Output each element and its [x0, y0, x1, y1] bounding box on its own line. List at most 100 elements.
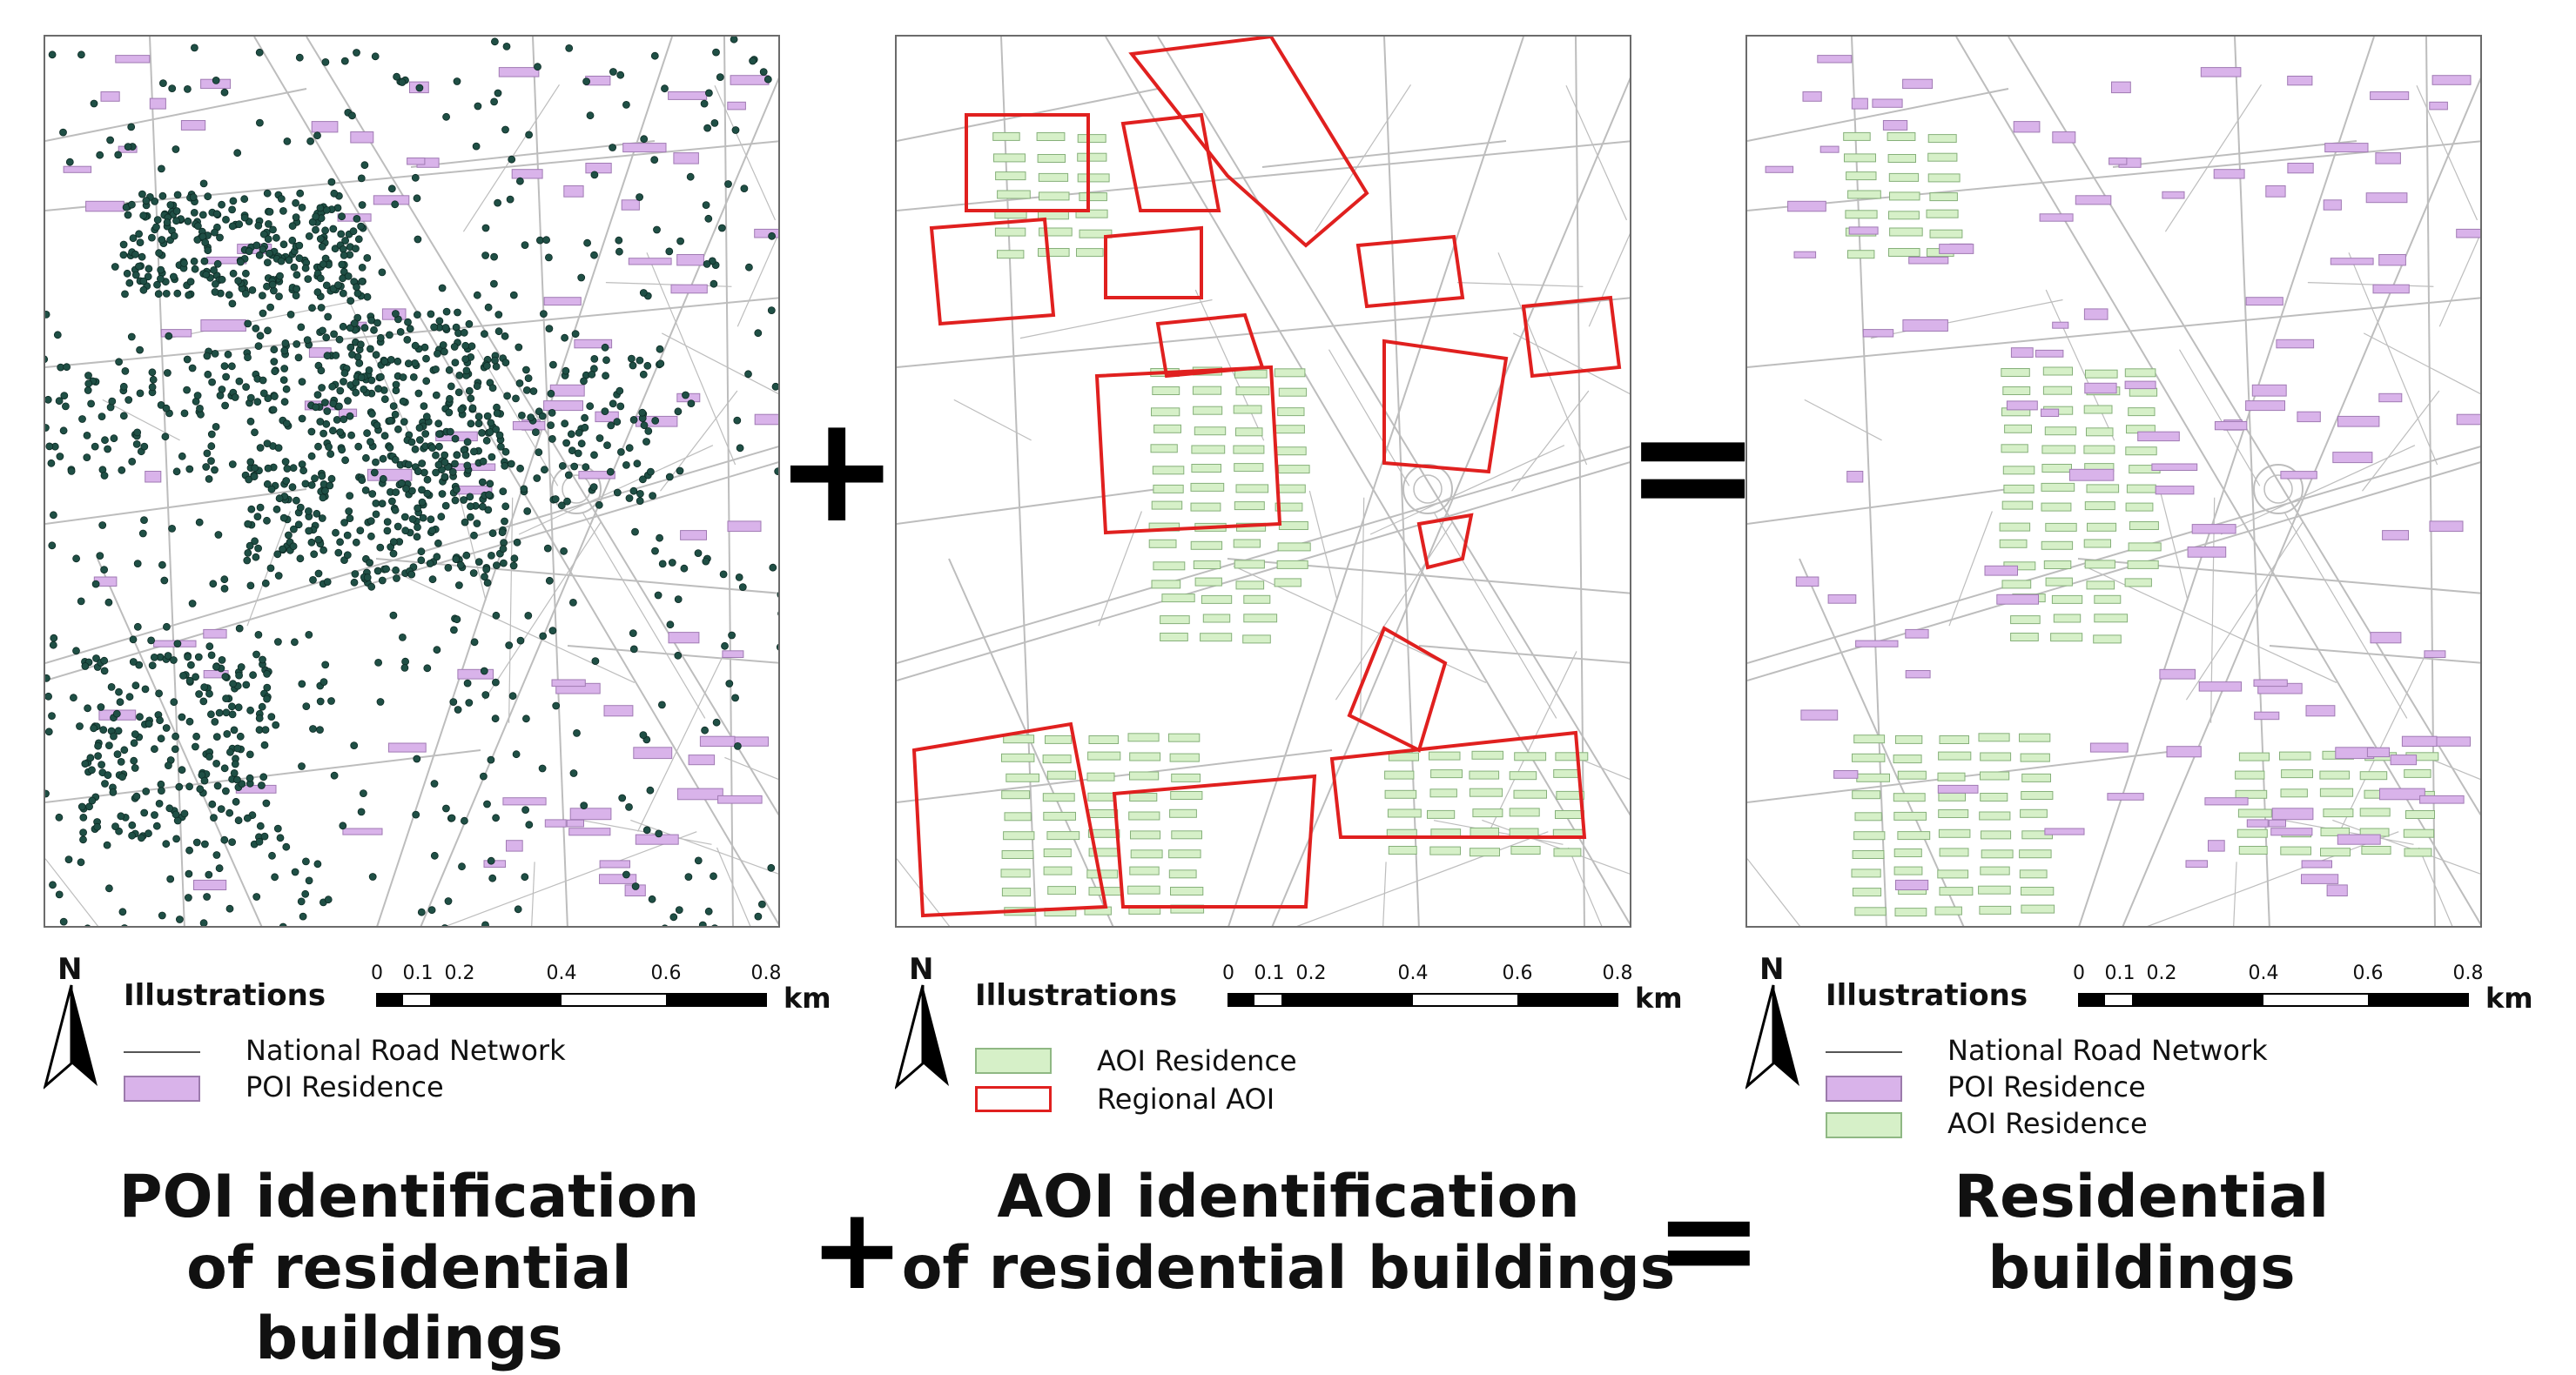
poi-point	[320, 399, 329, 406]
poi-point	[492, 611, 501, 620]
poi-point	[117, 758, 125, 766]
poi-point	[90, 724, 98, 733]
poi-point	[391, 506, 400, 514]
poi-point	[622, 460, 630, 469]
poi-point	[346, 343, 355, 352]
poi-point	[213, 259, 222, 268]
poi-point	[162, 622, 171, 631]
poi-point	[172, 467, 181, 476]
poi-point	[336, 386, 345, 395]
poi-point	[383, 527, 392, 535]
poi-point	[124, 396, 133, 404]
poi-point	[391, 410, 400, 419]
poi-point	[343, 551, 352, 560]
poi-point	[744, 370, 752, 379]
caption-line: Residential	[1954, 1163, 2330, 1231]
aoi-building	[2021, 887, 2055, 895]
poi-point	[233, 149, 242, 158]
poi-point	[263, 516, 271, 525]
poi-point	[297, 897, 306, 906]
poi-point	[701, 726, 709, 734]
scale-bar: 0 0.1 0.2 0.4 0.6 0.8 km	[331, 957, 831, 1027]
poi-point	[658, 560, 667, 568]
poi-point	[774, 467, 778, 475]
poi-point	[268, 280, 277, 289]
poi-point	[313, 509, 321, 518]
road-line	[1747, 461, 2480, 681]
aoi-residence-buildings	[1843, 131, 2439, 917]
poi-point	[628, 354, 636, 363]
road-line	[716, 847, 751, 926]
regional-aoi-swatch	[975, 1086, 1052, 1112]
poi-building	[578, 471, 615, 480]
poi-point	[625, 803, 633, 811]
poi-point	[229, 269, 238, 278]
poi-point	[449, 698, 458, 706]
poi-building	[699, 735, 736, 748]
poi-building	[2200, 67, 2242, 77]
poi-building	[599, 860, 630, 869]
poi-point	[246, 706, 255, 714]
poi-point	[263, 670, 272, 678]
poi-point	[101, 436, 109, 445]
aoi-building	[1235, 427, 1263, 437]
road-line	[2233, 862, 2237, 926]
poi-point	[360, 324, 369, 332]
poi-point	[361, 486, 370, 494]
equals-operator-top: =	[1624, 369, 1763, 561]
poi-point	[372, 500, 380, 507]
poi-building	[2214, 421, 2248, 431]
aoi-building	[1127, 733, 1160, 742]
poi-point	[590, 251, 598, 259]
poi-point	[280, 365, 289, 372]
poi-point	[428, 444, 437, 453]
poi-point	[317, 304, 326, 312]
poi-point	[236, 258, 245, 266]
poi-point	[289, 542, 298, 551]
poi-point	[259, 376, 267, 385]
road-line	[1157, 37, 1630, 816]
poi-point	[321, 661, 330, 669]
aoi-building	[1981, 830, 2012, 840]
poi-point	[241, 269, 250, 278]
north-arrow-icon	[895, 984, 949, 1090]
poi-residence-swatch	[1826, 1076, 1902, 1102]
road-line	[445, 831, 697, 926]
poi-point	[367, 517, 375, 525]
road-line	[1870, 298, 2063, 339]
aoi-building	[994, 227, 1026, 237]
aoi-building	[2125, 446, 2157, 456]
poi-point	[328, 382, 337, 391]
poi-point	[682, 391, 689, 399]
aoi-building	[1429, 788, 1457, 798]
poi-point	[268, 851, 276, 860]
poi-point	[259, 245, 267, 254]
aoi-building	[1888, 172, 1920, 182]
aoi-building	[2001, 580, 2032, 589]
poi-building	[2379, 788, 2425, 801]
aoi-building	[1079, 229, 1113, 238]
poi-point	[156, 716, 165, 725]
poi-point	[323, 578, 332, 586]
aoi-building	[1152, 386, 1180, 395]
poi-building	[2429, 101, 2448, 111]
poi-point	[366, 559, 374, 567]
poi-point	[512, 394, 520, 403]
poi-point	[413, 311, 421, 319]
poi-point	[338, 260, 346, 269]
poi-building	[350, 131, 374, 144]
poi-building	[2270, 828, 2313, 836]
aoi-building	[1169, 808, 1197, 818]
poi-point	[602, 356, 610, 365]
poi-point	[270, 358, 279, 366]
poi-point	[427, 310, 435, 319]
poi-point	[437, 513, 446, 521]
poi-point	[413, 755, 421, 763]
poi-point	[171, 745, 179, 754]
poi-point	[417, 547, 426, 556]
poi-point	[266, 207, 274, 216]
poi-point	[712, 48, 720, 57]
poi-building	[2401, 735, 2438, 748]
poi-point	[523, 507, 532, 515]
poi-point	[205, 753, 213, 761]
